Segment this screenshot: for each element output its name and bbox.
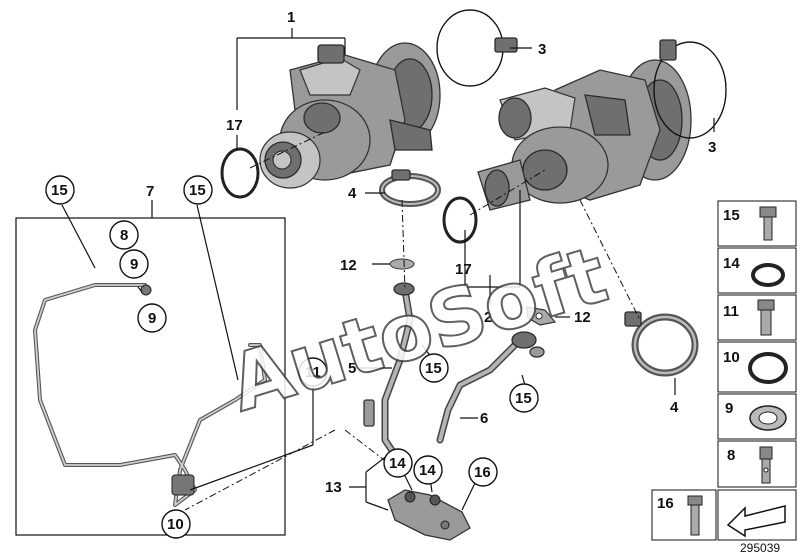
svg-text:8: 8 bbox=[727, 447, 735, 464]
svg-text:15: 15 bbox=[515, 390, 532, 407]
callout-2: 2 bbox=[484, 309, 492, 326]
callout-9-upper: 9 bbox=[119, 249, 149, 279]
banjo-bolt-icon bbox=[759, 446, 773, 484]
bolt-icon bbox=[759, 206, 777, 241]
legend-item-10: 10 bbox=[717, 341, 797, 393]
callout-15-top-left: 15 bbox=[45, 175, 75, 205]
gasket-17-right bbox=[442, 196, 478, 244]
callout-15-right: 15 bbox=[509, 383, 539, 413]
callout-15-top-mid: 15 bbox=[183, 175, 213, 205]
svg-text:10: 10 bbox=[723, 349, 740, 366]
v-band-clamp-4-lower-right bbox=[624, 311, 699, 377]
leader-lines bbox=[61, 28, 715, 511]
legend-item-9: 9 bbox=[717, 393, 797, 440]
callout-13: 13 bbox=[325, 479, 342, 496]
svg-text:15: 15 bbox=[723, 207, 740, 224]
parts-legend: 15 14 11 10 bbox=[651, 200, 797, 541]
callout-16: 16 bbox=[468, 457, 498, 487]
svg-text:16: 16 bbox=[657, 495, 674, 512]
hollow-bolt-icon bbox=[757, 299, 775, 336]
callout-7: 7 bbox=[146, 183, 154, 200]
washer-icon bbox=[749, 405, 787, 431]
legend-item-14: 14 bbox=[717, 247, 797, 294]
gasket-12-right bbox=[526, 306, 557, 326]
callout-3-upper: 3 bbox=[538, 41, 546, 58]
oil-pipe-6 bbox=[436, 331, 545, 444]
callout-4-center: 4 bbox=[348, 185, 357, 202]
seal-ring-icon bbox=[751, 263, 785, 287]
svg-text:15: 15 bbox=[189, 182, 206, 199]
callout-3-right: 3 bbox=[708, 139, 716, 156]
svg-text:15: 15 bbox=[425, 360, 442, 377]
turbocharger-left bbox=[259, 42, 441, 189]
turbocharger-right bbox=[477, 59, 692, 211]
svg-text:14: 14 bbox=[723, 255, 740, 272]
catalog-number: 295039 bbox=[740, 541, 780, 555]
legend-item-15: 15 bbox=[717, 200, 797, 247]
watermark: AutoSoft bbox=[220, 230, 617, 429]
callout-14-left: 14 bbox=[383, 448, 413, 478]
callout-17-right: 17 bbox=[455, 261, 472, 278]
v-band-clamp-4-center bbox=[379, 169, 441, 207]
legend-item-11: 11 bbox=[717, 294, 797, 341]
direction-arrow-box bbox=[717, 489, 797, 541]
gasket-12-center bbox=[389, 258, 415, 270]
callout-12-center: 12 bbox=[340, 257, 357, 274]
svg-text:14: 14 bbox=[389, 455, 406, 472]
callout-8: 8 bbox=[109, 220, 139, 250]
o-ring-icon bbox=[748, 352, 788, 384]
svg-text:14: 14 bbox=[419, 462, 436, 479]
stud-bolt-icon bbox=[687, 495, 703, 536]
oil-pipe-5 bbox=[363, 282, 415, 459]
flange-13 bbox=[387, 489, 471, 541]
callout-17-left: 17 bbox=[226, 117, 243, 134]
callout-12-right: 12 bbox=[574, 309, 591, 326]
svg-text:9: 9 bbox=[148, 310, 156, 327]
callout-14-right: 14 bbox=[413, 455, 443, 485]
legend-item-8: 8 bbox=[717, 440, 797, 488]
v-band-clamp-upper-right bbox=[653, 39, 727, 139]
assembly-box-7 bbox=[15, 217, 286, 536]
v-band-clamp-upper-left bbox=[436, 9, 518, 87]
callout-10: 10 bbox=[161, 509, 191, 539]
callouts: 1 3 3 17 4 7 12 17 2 12 5 6 4 13 15 15 8… bbox=[45, 9, 716, 539]
svg-text:10: 10 bbox=[167, 516, 184, 533]
svg-text:16: 16 bbox=[474, 464, 491, 481]
gasket-17-left bbox=[220, 147, 260, 199]
svg-text:11: 11 bbox=[305, 364, 321, 381]
svg-text:9: 9 bbox=[725, 400, 733, 417]
callout-5: 5 bbox=[348, 360, 356, 377]
legend-item-16: 16 bbox=[651, 489, 717, 541]
callout-6: 6 bbox=[480, 410, 488, 427]
svg-text:9: 9 bbox=[130, 256, 138, 273]
callout-4-lower: 4 bbox=[670, 399, 679, 416]
callout-15-mid: 15 bbox=[419, 353, 449, 383]
svg-text:8: 8 bbox=[120, 227, 128, 244]
callout-1: 1 bbox=[287, 9, 295, 26]
svg-text:11: 11 bbox=[723, 303, 739, 320]
svg-text:15: 15 bbox=[51, 182, 68, 199]
arrow-icon bbox=[726, 505, 786, 538]
callout-9-lower: 9 bbox=[137, 303, 167, 333]
callout-11: 11 bbox=[298, 357, 328, 387]
